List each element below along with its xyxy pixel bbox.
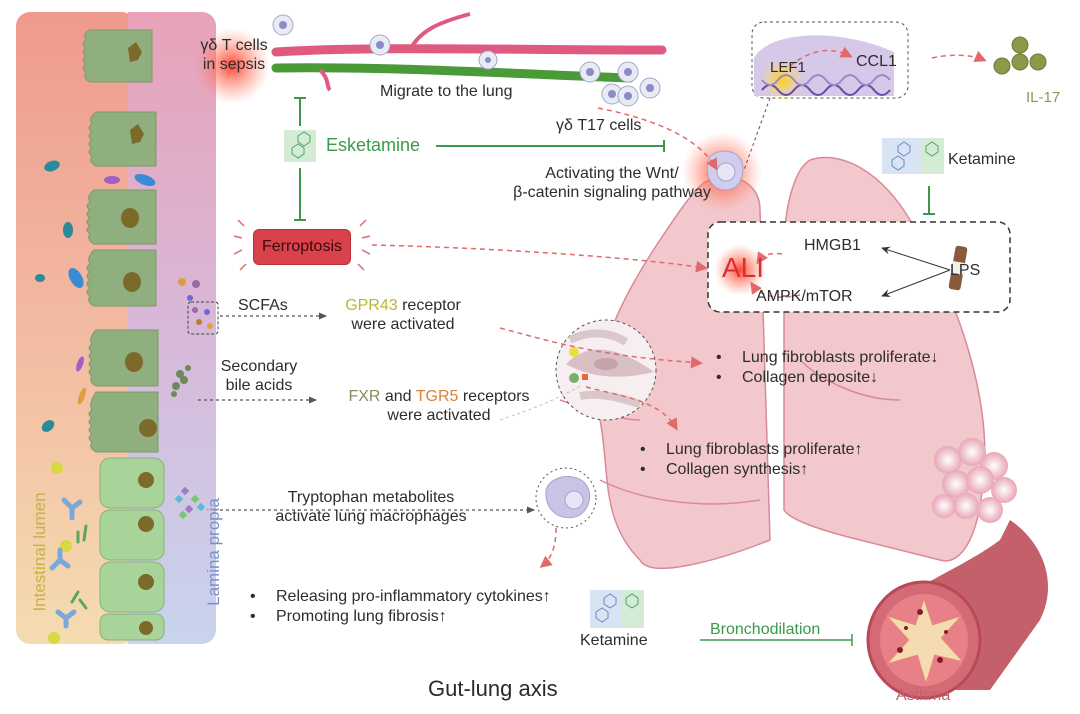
ketamine-inhibit-ali (923, 186, 935, 215)
gd-t-cells-in-sepsis-label: γδ T cells in sepsis (184, 36, 284, 74)
ampk-mtor-label: AMPK/mTOR (756, 288, 853, 305)
ketamine-molecule-icon (882, 138, 922, 174)
gd-t-cells-line1: γδ T cells (200, 37, 268, 54)
il17-label: IL-17 (1026, 89, 1061, 106)
gpr43-rest: receptor (397, 297, 461, 314)
ketamine-ali-label: Ketamine (948, 151, 1016, 168)
tgr5-rest: receptors (458, 388, 530, 405)
ferroptosis-label: Ferroptosis (261, 238, 343, 255)
il17-beads-icon (993, 36, 1047, 75)
fxr-label: FXR (348, 388, 381, 405)
asthma-label: Asthma (896, 687, 951, 704)
page-title: Gut-lung axis (428, 676, 558, 701)
esketamine-inhibition-lines (294, 97, 665, 221)
lef1-label: LEF1 (770, 59, 806, 76)
fxr-tgr5-activated-label: FXR and TGR5 receptors were activated (324, 387, 554, 425)
bronchodilation-inhibit-line (700, 634, 853, 646)
red-dashed-arrows (371, 46, 987, 568)
macrophage-icon (535, 467, 597, 529)
gd-t17-cells-label: γδ T17 cells (556, 117, 642, 134)
tryptophan-label: Tryptophan metabolites activate lung mac… (246, 488, 496, 526)
fibro-down-list: Lung fibroblasts proliferate↓ Collagen d… (714, 348, 939, 388)
ali-box (707, 221, 1011, 313)
ali-label: ALI (722, 252, 765, 283)
nucleus-connector (743, 97, 771, 171)
lps-tube-icon (948, 245, 968, 291)
list-item: Collagen synthesis↑ (638, 460, 863, 480)
lps-label: LPS (950, 262, 981, 279)
ketamine-asthma-label: Ketamine (580, 632, 648, 649)
gpr43-line2: were activated (351, 316, 455, 333)
alveoli-icon (932, 438, 1017, 523)
gut-arrows (198, 312, 536, 514)
secondary-bile-acids-label: Secondary bile acids (216, 357, 302, 395)
list-item: Lung fibroblasts proliferate↑ (638, 440, 863, 460)
gpr43-activated-label: GPR43 receptor were activated (328, 296, 478, 334)
lps-arrows (881, 246, 951, 297)
and-label: and (380, 388, 416, 405)
tryptophan-line1: Tryptophan metabolites (287, 489, 455, 506)
bile-line1: Secondary (220, 358, 298, 375)
fibro-up-list: Lung fibroblasts proliferate↑ Collagen s… (638, 440, 863, 480)
ketamine-bottom-molecule-icon (590, 590, 622, 628)
tgr5-label: TGR5 (415, 388, 459, 405)
sepsis-glow (194, 28, 270, 104)
wnt-pathway-label: Activating the Wnt/ β-catenin signaling … (484, 164, 740, 202)
intestinal-lumen-label: Intestinal lumen (30, 492, 49, 612)
fibroblast-cells-icon (555, 319, 657, 421)
list-item: Releasing pro-inflammatory cytokines↑ (248, 587, 551, 607)
lamina-propia-label: Lamina propia (204, 498, 223, 606)
hmgb1-label: HMGB1 (804, 237, 861, 254)
blood-vessels (271, 12, 667, 107)
ferroptosis-box: Ferroptosis (253, 229, 351, 265)
scfas-label: SCFAs (238, 297, 288, 314)
ccl1-label: CCL1 (856, 53, 897, 70)
list-item: Lung fibroblasts proliferate↓ (714, 348, 939, 368)
asthma-airway-icon (866, 520, 1049, 700)
wnt-line2: β-catenin signaling pathway (513, 184, 711, 201)
bronchodilation-label: Bronchodilation (710, 621, 821, 638)
gut-panel (16, 12, 219, 644)
bile-line2: bile acids (225, 377, 293, 394)
macrophage-outcome-list: Releasing pro-inflammatory cytokines↑ Pr… (248, 587, 551, 627)
wnt-line1: Activating the Wnt/ (545, 165, 679, 182)
gut-panel-container: Intestinal lumen Lamina propia (16, 12, 223, 644)
gd-t-cells-line2: in sepsis (202, 56, 266, 73)
esketamine-label: Esketamine (326, 135, 421, 155)
migrate-to-lung-label: Migrate to the lung (380, 83, 513, 100)
gpr43-label: GPR43 (345, 297, 398, 314)
fxr-line2: were activated (387, 407, 491, 424)
list-item: Collagen deposite↓ (714, 368, 939, 388)
tryptophan-line2: activate lung macrophages (275, 508, 467, 525)
list-item: Promoting lung fibrosis↑ (248, 607, 551, 627)
nucleus-box (751, 21, 909, 102)
ferroptosis-burst-icon (233, 219, 371, 271)
